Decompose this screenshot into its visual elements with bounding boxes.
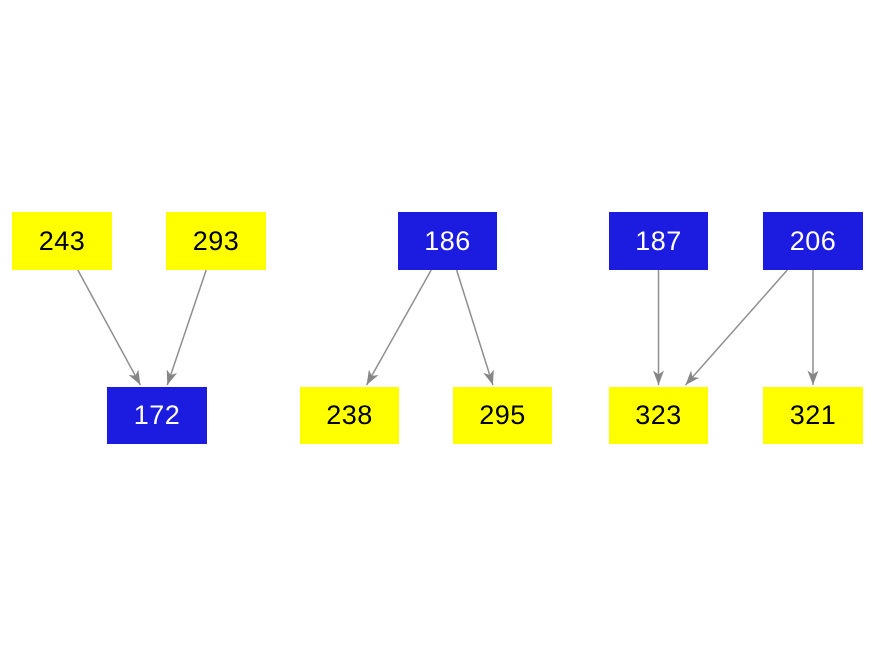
node-label: 293	[192, 225, 240, 256]
graph-node-243: 243	[12, 212, 112, 270]
edge-243-172	[77, 269, 142, 386]
node-label: 187	[635, 225, 682, 256]
graph-node-206: 206	[763, 212, 863, 270]
graph-node-238: 238	[300, 387, 399, 444]
node-label: 323	[635, 400, 682, 430]
node-label: 186	[424, 225, 471, 256]
graph-node-321: 321	[763, 387, 863, 444]
node-label: 321	[789, 400, 837, 430]
graph-node-187: 187	[609, 212, 708, 270]
edge-206-323	[684, 269, 788, 386]
graph-node-293: 293	[166, 212, 266, 270]
edge-186-295	[455, 269, 494, 386]
edge-186-238	[365, 269, 432, 386]
graph-node-186: 186	[398, 212, 497, 270]
graph-node-295: 295	[453, 387, 552, 444]
node-label: 206	[789, 225, 837, 256]
node-label: 238	[326, 400, 373, 430]
node-label: 172	[133, 400, 181, 430]
node-label: 243	[38, 225, 86, 256]
graph-node-172: 172	[107, 387, 207, 444]
graph-node-323: 323	[609, 387, 708, 444]
node-label: 295	[479, 400, 526, 430]
edge-293-172	[166, 269, 207, 386]
